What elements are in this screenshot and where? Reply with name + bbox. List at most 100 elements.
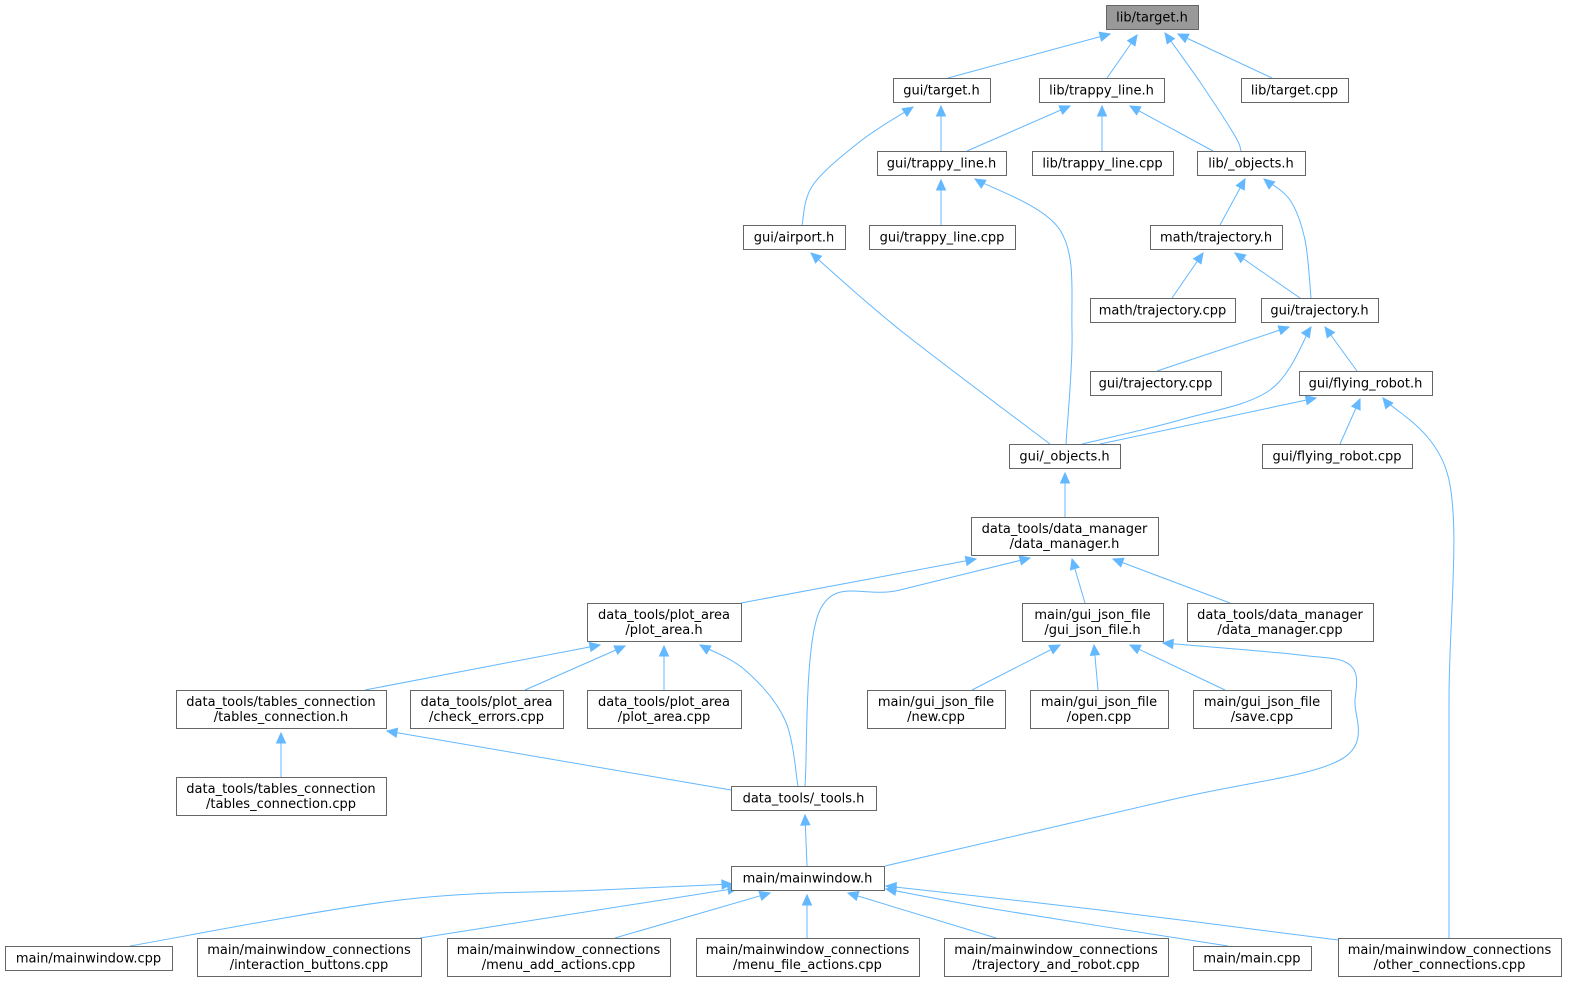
edge-arrowhead: [1059, 471, 1071, 484]
node-mainwindow-cpp[interactable]: main/mainwindow.cpp: [5, 946, 173, 971]
node-box[interactable]: [1009, 444, 1121, 469]
node-label: data_tools/_tools.h: [743, 792, 865, 807]
edge-gui_trajectory_cpp-to-gui_trajectory_h: [1156, 325, 1291, 372]
node-lib-target-h[interactable]: lib/target.h: [1106, 5, 1199, 30]
node-box[interactable]: [1022, 603, 1164, 642]
node-tables-cpp[interactable]: data_tools/tables_connection/tables_conn…: [176, 777, 387, 816]
node-gui-trappy-line-cpp[interactable]: gui/trappy_line.cpp: [869, 225, 1016, 250]
node-box[interactable]: [1150, 225, 1283, 250]
node-check-errors-cpp[interactable]: data_tools/plot_area/check_errors.cpp: [410, 690, 564, 729]
node-box[interactable]: [743, 225, 846, 250]
node-gui-trajectory-h[interactable]: gui/trajectory.h: [1261, 298, 1379, 323]
node-box[interactable]: [447, 938, 671, 977]
edge-gui_trappy_line_cpp-to-gui_trappy_line_h: [935, 178, 947, 225]
node-box[interactable]: [1193, 690, 1332, 729]
node-json-new-cpp[interactable]: main/gui_json_file/new.cpp: [867, 690, 1006, 729]
node-label: main/mainwindow_connections: [457, 943, 661, 958]
node-lib-trappy-line-cpp[interactable]: lib/trappy_line.cpp: [1032, 151, 1174, 176]
node-gui-airport-h[interactable]: gui/airport.h: [743, 225, 846, 250]
node-box[interactable]: [1261, 298, 1379, 323]
node-label: gui/_objects.h: [1019, 450, 1109, 465]
node-box[interactable]: [971, 517, 1159, 556]
node-dm-h[interactable]: data_tools/data_manager/data_manager.h: [971, 517, 1159, 556]
node-gui-trappy-line-h[interactable]: gui/trappy_line.h: [877, 151, 1007, 176]
node-label: /tables_connection.cpp: [206, 797, 356, 812]
edge-math_trajectory_cpp-to-math_trajectory_h: [1171, 251, 1204, 299]
edge-line: [364, 644, 601, 691]
node-box[interactable]: [587, 690, 742, 729]
node-tools-h[interactable]: data_tools/_tools.h: [731, 786, 877, 811]
node-box[interactable]: [5, 946, 173, 971]
edge-gui_airport_h-to-gui_target_h: [801, 106, 915, 226]
node-math-trajectory-h[interactable]: math/trajectory.h: [1150, 225, 1283, 250]
node-box[interactable]: [1299, 371, 1433, 396]
node-gui-flying-robot-cpp[interactable]: gui/flying_robot.cpp: [1262, 444, 1413, 469]
node-box[interactable]: [944, 938, 1169, 977]
node-label: data_tools/plot_area: [598, 695, 730, 710]
node-gui-flying-robot-h[interactable]: gui/flying_robot.h: [1299, 371, 1433, 396]
node-interaction-buttons-cpp[interactable]: main/mainwindow_connections/interaction_…: [197, 938, 422, 977]
node-lib-trappy-line-h[interactable]: lib/trappy_line.h: [1039, 78, 1165, 103]
edge-json_open_cpp-to-gui_json_h: [1089, 643, 1101, 691]
node-box[interactable]: [731, 866, 885, 891]
node-box[interactable]: [1193, 946, 1312, 971]
node-box[interactable]: [1032, 151, 1174, 176]
node-tables-h[interactable]: data_tools/tables_connection/tables_conn…: [176, 690, 387, 729]
node-plot-area-cpp[interactable]: data_tools/plot_area/plot_area.cpp: [587, 690, 742, 729]
node-gui-objects-h[interactable]: gui/_objects.h: [1009, 444, 1121, 469]
node-box[interactable]: [731, 786, 877, 811]
node-gui-trajectory-cpp[interactable]: gui/trajectory.cpp: [1090, 371, 1222, 396]
edge-arrowhead: [973, 178, 987, 189]
node-mainwindow-h[interactable]: main/mainwindow.h: [731, 866, 885, 891]
node-json-open-cpp[interactable]: main/gui_json_file/open.cpp: [1030, 690, 1169, 729]
node-box[interactable]: [867, 690, 1006, 729]
edge-arrowhead: [658, 644, 670, 657]
node-box[interactable]: [1262, 444, 1413, 469]
node-main-cpp[interactable]: main/main.cpp: [1193, 946, 1312, 971]
edge-arrowhead: [385, 727, 399, 738]
node-other-connections-cpp[interactable]: main/mainwindow_connections/other_connec…: [1338, 938, 1562, 977]
edge-arrowhead: [800, 813, 811, 826]
node-label: math/trajectory.h: [1160, 231, 1272, 246]
edge-line: [1129, 105, 1214, 152]
node-label: lib/_objects.h: [1208, 157, 1294, 172]
node-box[interactable]: [1106, 5, 1199, 30]
node-json-save-cpp[interactable]: main/gui_json_file/save.cpp: [1193, 690, 1332, 729]
node-traj-robot-cpp[interactable]: main/mainwindow_connections/trajectory_a…: [944, 938, 1169, 977]
node-box[interactable]: [1039, 78, 1165, 103]
node-box[interactable]: [1090, 298, 1236, 323]
node-math-trajectory-cpp[interactable]: math/trajectory.cpp: [1090, 298, 1236, 323]
edge-line: [614, 892, 771, 939]
node-box[interactable]: [893, 78, 991, 103]
edge-arrowhead: [1277, 325, 1291, 336]
node-gui-target-h[interactable]: gui/target.h: [893, 78, 991, 103]
node-box[interactable]: [1187, 603, 1374, 642]
node-box[interactable]: [1241, 78, 1349, 103]
node-box[interactable]: [197, 938, 422, 977]
edge-gui_flying_robot_cpp-to-gui_flying_robot_h: [1339, 397, 1361, 445]
node-box[interactable]: [587, 603, 742, 642]
node-label: gui/airport.h: [754, 231, 834, 246]
node-box[interactable]: [869, 225, 1016, 250]
node-lib-objects-h[interactable]: lib/_objects.h: [1197, 151, 1306, 176]
node-box[interactable]: [696, 938, 920, 977]
edge-menu_add_actions_cpp-to-mainwindow_h: [614, 890, 772, 939]
node-gui-json-h[interactable]: main/gui_json_file/gui_json_file.h: [1022, 603, 1164, 642]
node-label: lib/trappy_line.cpp: [1042, 157, 1162, 172]
node-label: gui/trappy_line.h: [887, 157, 996, 172]
node-box[interactable]: [176, 690, 387, 729]
node-menu-file-actions-cpp[interactable]: main/mainwindow_connections/menu_file_ac…: [696, 938, 920, 977]
edge-other_connections_cpp-to-gui_flying_robot_h: [1382, 397, 1455, 938]
node-box[interactable]: [1090, 371, 1222, 396]
node-box[interactable]: [176, 777, 387, 816]
node-box[interactable]: [410, 690, 564, 729]
edge-math_trajectory_h-to-lib_objects_h: [1219, 177, 1246, 226]
node-menu-add-actions-cpp[interactable]: main/mainwindow_connections/menu_add_act…: [447, 938, 671, 977]
node-plot-area-h[interactable]: data_tools/plot_area/plot_area.h: [587, 603, 742, 642]
node-box[interactable]: [877, 151, 1007, 176]
node-lib-target-cpp[interactable]: lib/target.cpp: [1241, 78, 1349, 103]
node-box[interactable]: [1030, 690, 1169, 729]
node-box[interactable]: [1338, 938, 1562, 977]
node-dm-cpp[interactable]: data_tools/data_manager/data_manager.cpp: [1187, 603, 1374, 642]
node-box[interactable]: [1197, 151, 1306, 176]
